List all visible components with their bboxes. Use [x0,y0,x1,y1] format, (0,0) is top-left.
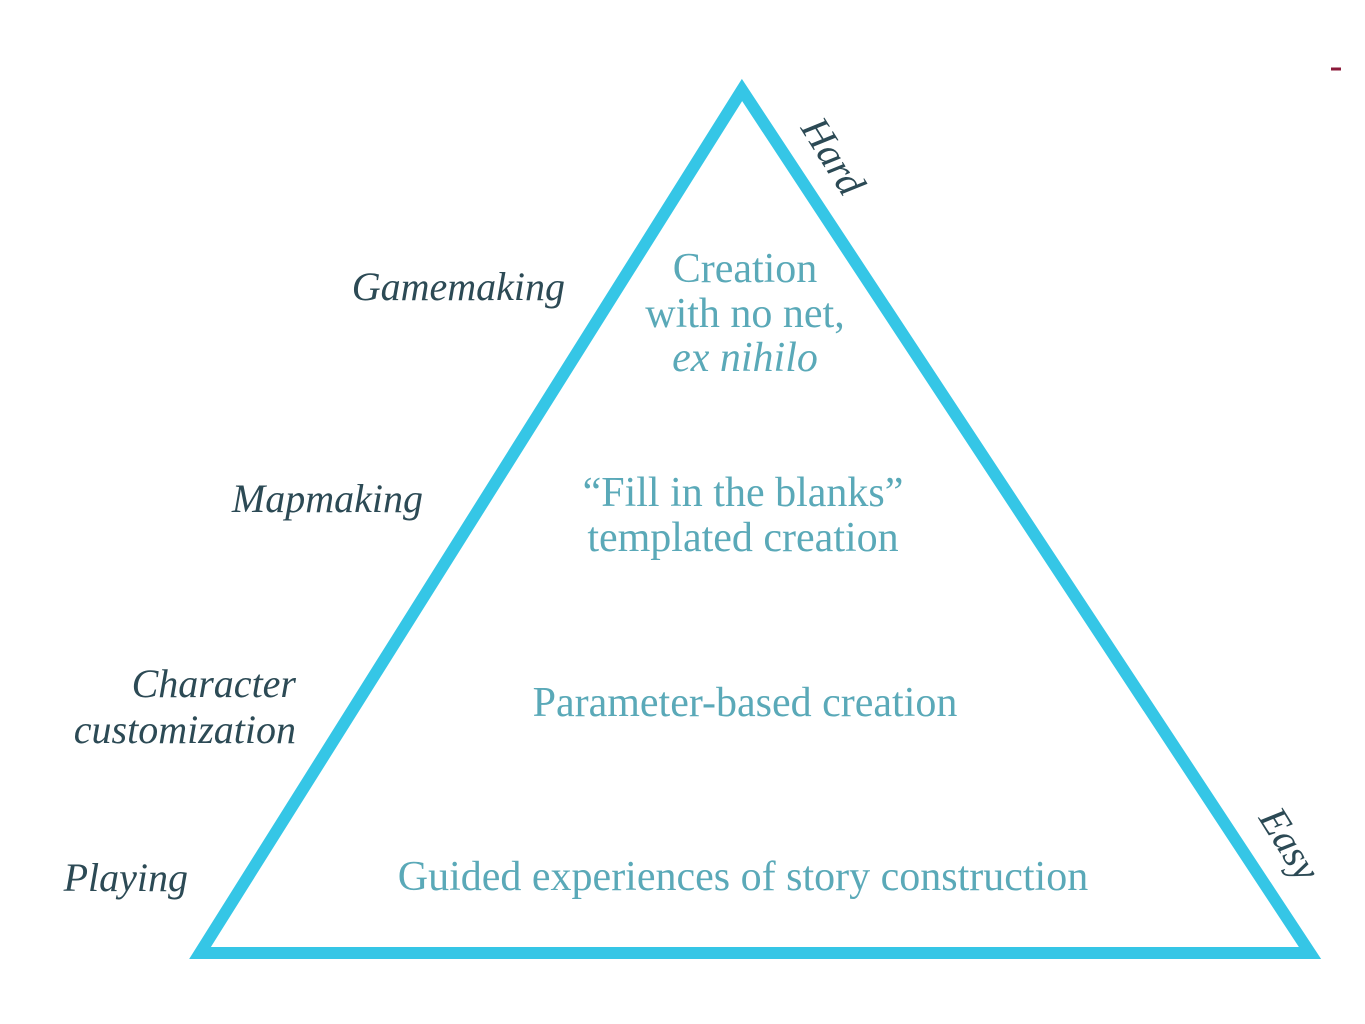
tier-description-parameter: Parameter-based creation [533,680,958,726]
tier-description-guided: Guided experiences of story construction [398,854,1088,900]
tier-label-character: Character [132,661,297,706]
tier-description-creation: Creation [673,246,818,292]
tier-description-ex-nihilo: ex nihilo [672,335,818,381]
pyramid-triangle [189,78,1322,959]
tier-description-no-net: with no net, [645,291,844,337]
tier-label-customization: customization [74,707,296,752]
tier-label-gamemaking: Gamemaking [352,264,565,309]
tier-description-templated: templated creation [587,515,898,561]
tier-description-fill-blanks: “Fill in the blanks” [583,470,904,516]
tier-label-mapmaking: Mapmaking [231,476,423,521]
tier-label-playing: Playing [63,855,188,900]
